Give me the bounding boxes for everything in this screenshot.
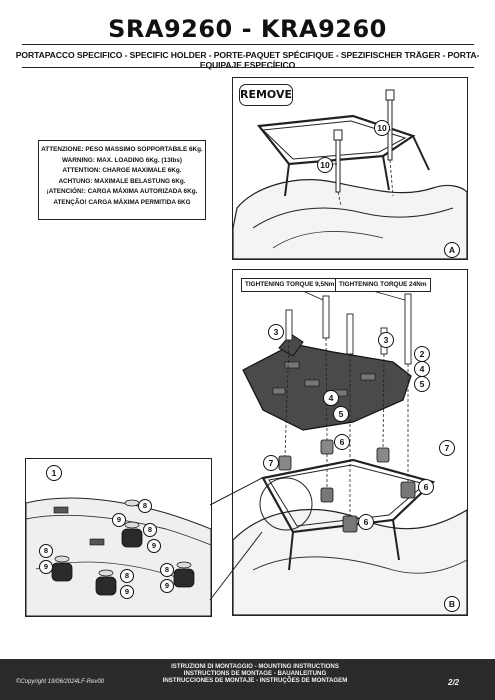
view-b-label: B <box>444 596 460 612</box>
remove-tag: REMOVE <box>239 84 293 106</box>
instructions-line-1: ISTRUZIONI DI MONTAGGIO - MOUNTING INSTR… <box>171 663 339 670</box>
footer-bar: ©Copyright 19/06/2024LF-Rev00 ISTRUZIONI… <box>0 659 495 700</box>
header-rule-top <box>22 44 474 45</box>
instructions-line-3: INSTRUCCIONES DE MONTAJE - INSTRUÇÕES DE… <box>162 677 348 684</box>
warning-line-fr: ATTENTION: CHARGE MAXIMALE 6Kg. <box>62 167 182 175</box>
removal-illustration <box>233 89 467 259</box>
callout-1: 1 <box>46 465 62 481</box>
callout-9: 9 <box>120 585 134 599</box>
callout-9: 9 <box>39 560 53 574</box>
warning-line-en: WARNING: MAX. LOADING 6Kg. (13lbs) <box>61 156 182 164</box>
copyright: ©Copyright 19/06/2024LF-Rev00 <box>16 679 105 685</box>
callout-9: 9 <box>160 579 174 593</box>
mounting-instructions-title: ISTRUZIONI DI MONTAGGIO - MOUNTING INSTR… <box>150 663 360 684</box>
torque-label-9-5nm: TIGHTENING TORQUE 9,5Nm <box>241 278 339 292</box>
callout-10: 10 <box>374 120 390 136</box>
document-title: SRA9260 - KRA9260 <box>108 15 387 43</box>
panel-a-removal: REMOVE 10 10 A <box>232 77 468 260</box>
callout-3: 3 <box>268 324 284 340</box>
callout-5: 5 <box>414 376 430 392</box>
callout-7: 7 <box>263 455 279 471</box>
callout-8: 8 <box>160 563 174 577</box>
callout-6: 6 <box>418 479 434 495</box>
callout-8: 8 <box>120 569 134 583</box>
callout-3: 3 <box>378 332 394 348</box>
callout-8: 8 <box>138 499 152 513</box>
document-subtitle: PORTAPACCO SPECIFICO - SPECIFIC HOLDER -… <box>15 50 480 70</box>
panel-b-mounting: TIGHTENING TORQUE 9,5Nm TIGHTENING TORQU… <box>232 269 468 616</box>
callout-8: 8 <box>143 523 157 537</box>
header-rule-bottom <box>22 67 474 68</box>
warning-line-it: ATTENZIONE: PESO MASSIMO SOPPORTABILE 6K… <box>41 146 203 153</box>
callout-4: 4 <box>323 390 339 406</box>
callout-5: 5 <box>333 406 349 422</box>
callout-9: 9 <box>147 539 161 553</box>
page-number: 2/2 <box>448 678 460 687</box>
torque-label-24nm: TIGHTENING TORQUE 24Nm <box>335 278 431 292</box>
callout-6: 6 <box>358 514 374 530</box>
warning-line-es: ¡ATENCIÓN!: CARGA MÁXIMA AUTORIZADA 6Kg. <box>46 188 198 196</box>
max-load-warning-box: ATTENZIONE: PESO MASSIMO SOPPORTABILE 6K… <box>38 140 206 220</box>
warning-line-pt: ATENÇÃO! CARGA MÁXIMA PERMITIDA 6KG <box>53 198 191 206</box>
mounting-illustration <box>233 290 467 615</box>
panel-detail-spacers: 1 8 9 8 9 8 9 8 9 8 9 <box>25 458 212 617</box>
instructions-line-2: INSTRUCTIONS DE MONTAGE - BAUANLEITUNG <box>183 670 327 677</box>
callout-8: 8 <box>39 544 53 558</box>
warning-line-de: ACHTUNG: MAXIMALE BELASTUNG 6Kg. <box>58 177 186 185</box>
callout-7: 7 <box>439 440 455 456</box>
callout-9: 9 <box>112 513 126 527</box>
callout-10: 10 <box>317 157 333 173</box>
view-a-label: A <box>444 242 460 258</box>
callout-6: 6 <box>334 434 350 450</box>
